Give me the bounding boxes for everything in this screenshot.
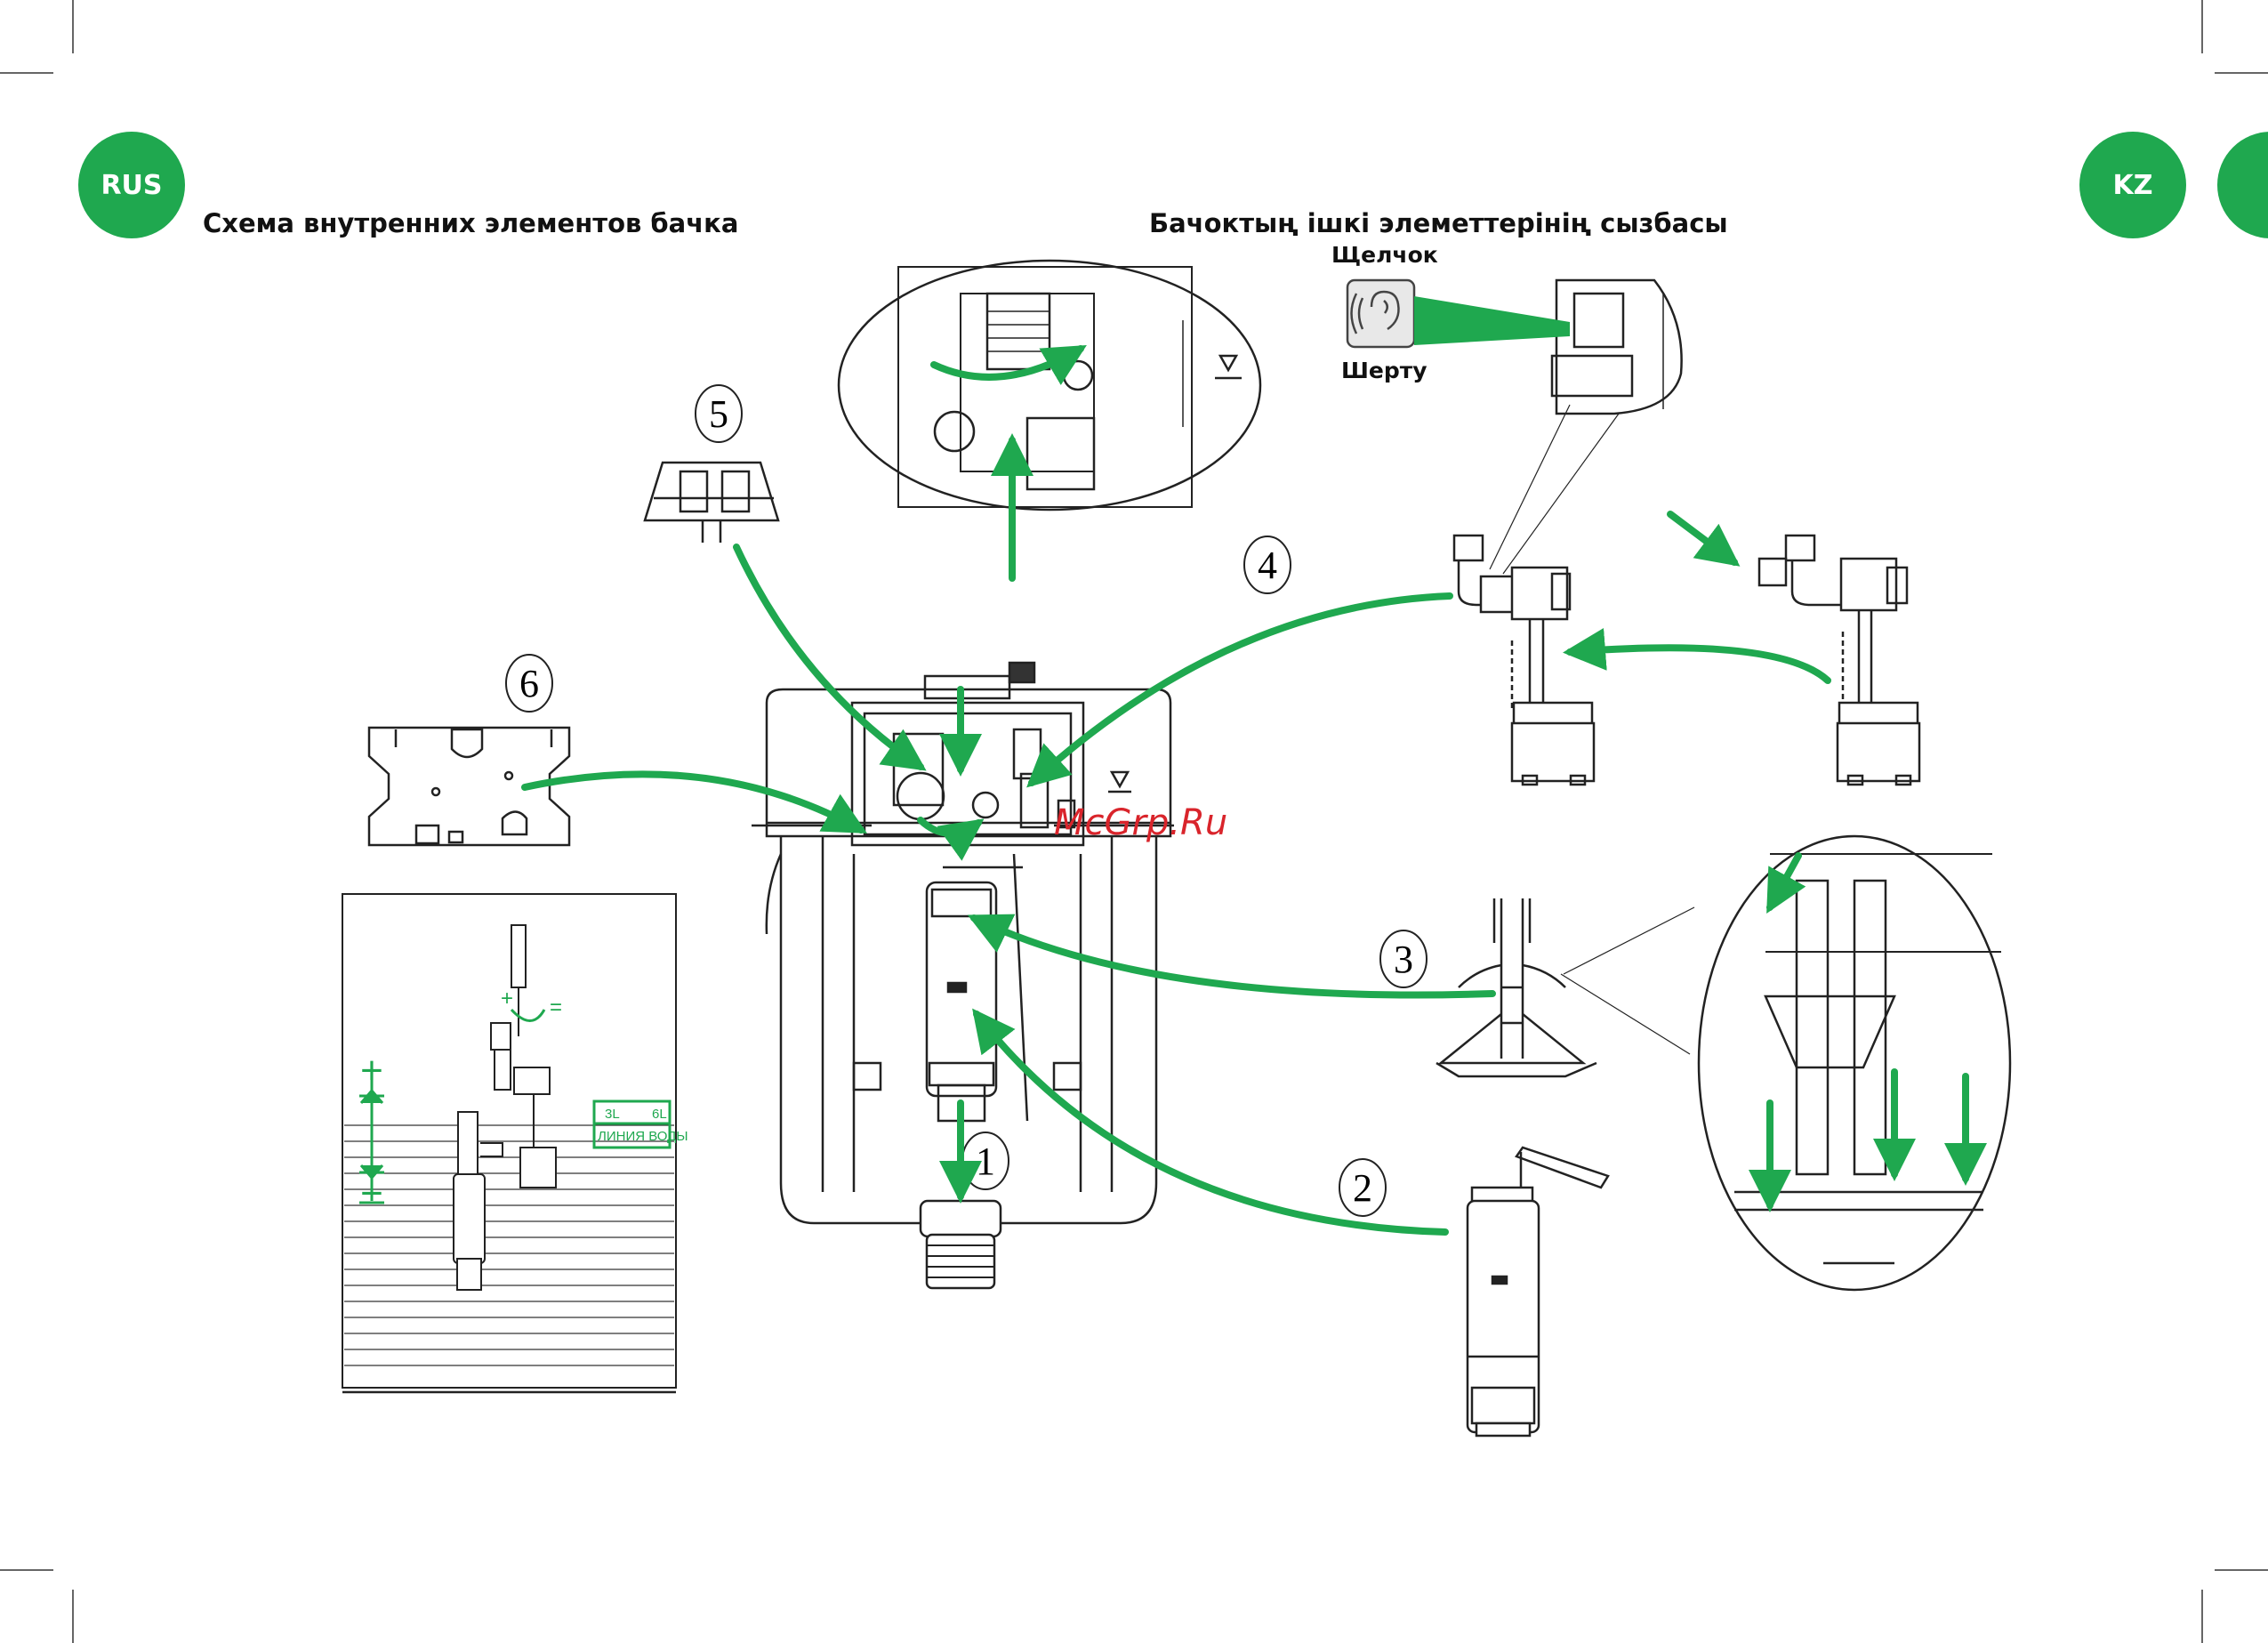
sound-beam [1414, 296, 1570, 345]
volume-3l-label: 3L [605, 1107, 620, 1122]
part-2-flush-valve [1468, 1148, 1608, 1436]
callout-1-number: 1 [976, 1140, 995, 1183]
part-5-clip [645, 463, 778, 543]
watermark: McGrp.Ru [1054, 802, 1227, 843]
screw-minus-label: = [550, 995, 562, 1019]
arrow-clip-back [1570, 648, 1828, 681]
inlet-detail-ellipse [839, 261, 1260, 510]
overflow-detail-ellipse [1561, 836, 2010, 1290]
part-4-fill-valve [1454, 536, 1594, 785]
screw-plus-label: + [501, 987, 513, 1011]
ear-sound-icon [1347, 280, 1414, 347]
callout-5-number: 5 [709, 392, 728, 436]
callout-6-number: 6 [519, 662, 539, 705]
arrow-clip-release [1670, 514, 1734, 562]
water-line-label: ЛИНИЯ ВОДЫ [598, 1129, 688, 1144]
callout-3-number: 3 [1394, 938, 1413, 981]
adjust-minus-label: − [360, 1172, 383, 1215]
volume-6l-label: 6L [652, 1107, 667, 1122]
adjust-plus-label: + [360, 1049, 383, 1092]
part-3-overflow-stand [1436, 898, 1596, 1076]
callout-2-number: 2 [1353, 1166, 1372, 1210]
callout-4-number: 4 [1258, 544, 1277, 587]
